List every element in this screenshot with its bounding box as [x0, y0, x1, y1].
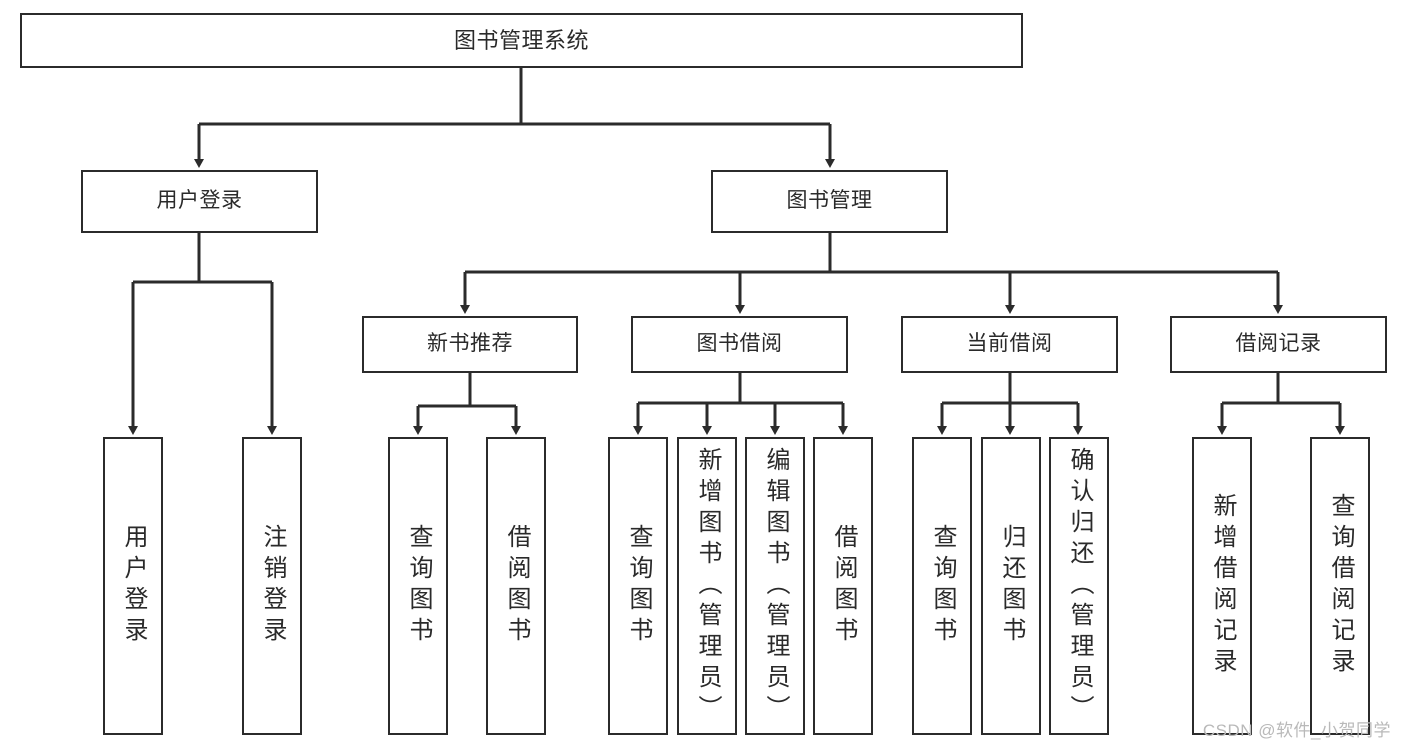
node-book-manage[interactable]: 图书管理 — [711, 170, 948, 233]
leaf-add-book[interactable]: 新增图书（管理员） — [677, 437, 737, 735]
leaf-query-book-current-label: 查询图书 — [929, 524, 956, 648]
node-root[interactable]: 图书管理系统 — [20, 13, 1023, 68]
leaf-borrow-book-borrow[interactable]: 借阅图书 — [813, 437, 873, 735]
leaf-confirm-return-label: 确认归还（管理员） — [1066, 446, 1093, 726]
node-new-book-recommend-label: 新书推荐 — [427, 332, 513, 356]
leaf-query-book-borrow[interactable]: 查询图书 — [608, 437, 668, 735]
node-user-login-label: 用户登录 — [156, 189, 243, 213]
leaf-query-borrow-record-label: 查询借阅记录 — [1327, 493, 1354, 679]
leaf-return-book[interactable]: 归还图书 — [981, 437, 1041, 735]
node-book-borrow[interactable]: 图书借阅 — [631, 316, 848, 373]
node-current-borrow[interactable]: 当前借阅 — [901, 316, 1118, 373]
leaf-query-book-recommend[interactable]: 查询图书 — [388, 437, 448, 735]
node-book-manage-label: 图书管理 — [786, 189, 873, 213]
leaf-query-borrow-record[interactable]: 查询借阅记录 — [1310, 437, 1370, 735]
leaf-borrow-book-recommend[interactable]: 借阅图书 — [486, 437, 546, 735]
node-user-login[interactable]: 用户登录 — [81, 170, 318, 233]
leaf-user-login[interactable]: 用户登录 — [103, 437, 163, 735]
leaf-borrow-book-borrow-label: 借阅图书 — [830, 524, 857, 648]
leaf-edit-book[interactable]: 编辑图书（管理员） — [745, 437, 805, 735]
leaf-edit-book-label: 编辑图书（管理员） — [762, 446, 789, 726]
node-book-borrow-label: 图书借阅 — [696, 332, 783, 356]
leaf-user-login-label: 用户登录 — [120, 524, 147, 648]
leaf-confirm-return[interactable]: 确认归还（管理员） — [1049, 437, 1109, 735]
node-current-borrow-label: 当前借阅 — [966, 332, 1053, 356]
leaf-query-book-current[interactable]: 查询图书 — [912, 437, 972, 735]
leaf-add-book-label: 新增图书（管理员） — [694, 446, 721, 726]
leaf-return-book-label: 归还图书 — [998, 524, 1025, 648]
leaf-add-borrow-record[interactable]: 新增借阅记录 — [1192, 437, 1252, 735]
leaf-query-book-recommend-label: 查询图书 — [405, 524, 432, 648]
leaf-query-book-borrow-label: 查询图书 — [625, 524, 652, 648]
leaf-add-borrow-record-label: 新增借阅记录 — [1209, 493, 1236, 679]
node-borrow-record[interactable]: 借阅记录 — [1170, 316, 1387, 373]
leaf-borrow-book-recommend-label: 借阅图书 — [503, 524, 530, 648]
leaf-logout[interactable]: 注销登录 — [242, 437, 302, 735]
node-borrow-record-label: 借阅记录 — [1235, 332, 1322, 356]
node-new-book-recommend[interactable]: 新书推荐 — [362, 316, 578, 373]
node-root-label: 图书管理系统 — [453, 27, 589, 53]
csdn-watermark: CSDN @软件_小贺同学 — [1202, 721, 1391, 740]
leaf-logout-label: 注销登录 — [259, 524, 286, 648]
